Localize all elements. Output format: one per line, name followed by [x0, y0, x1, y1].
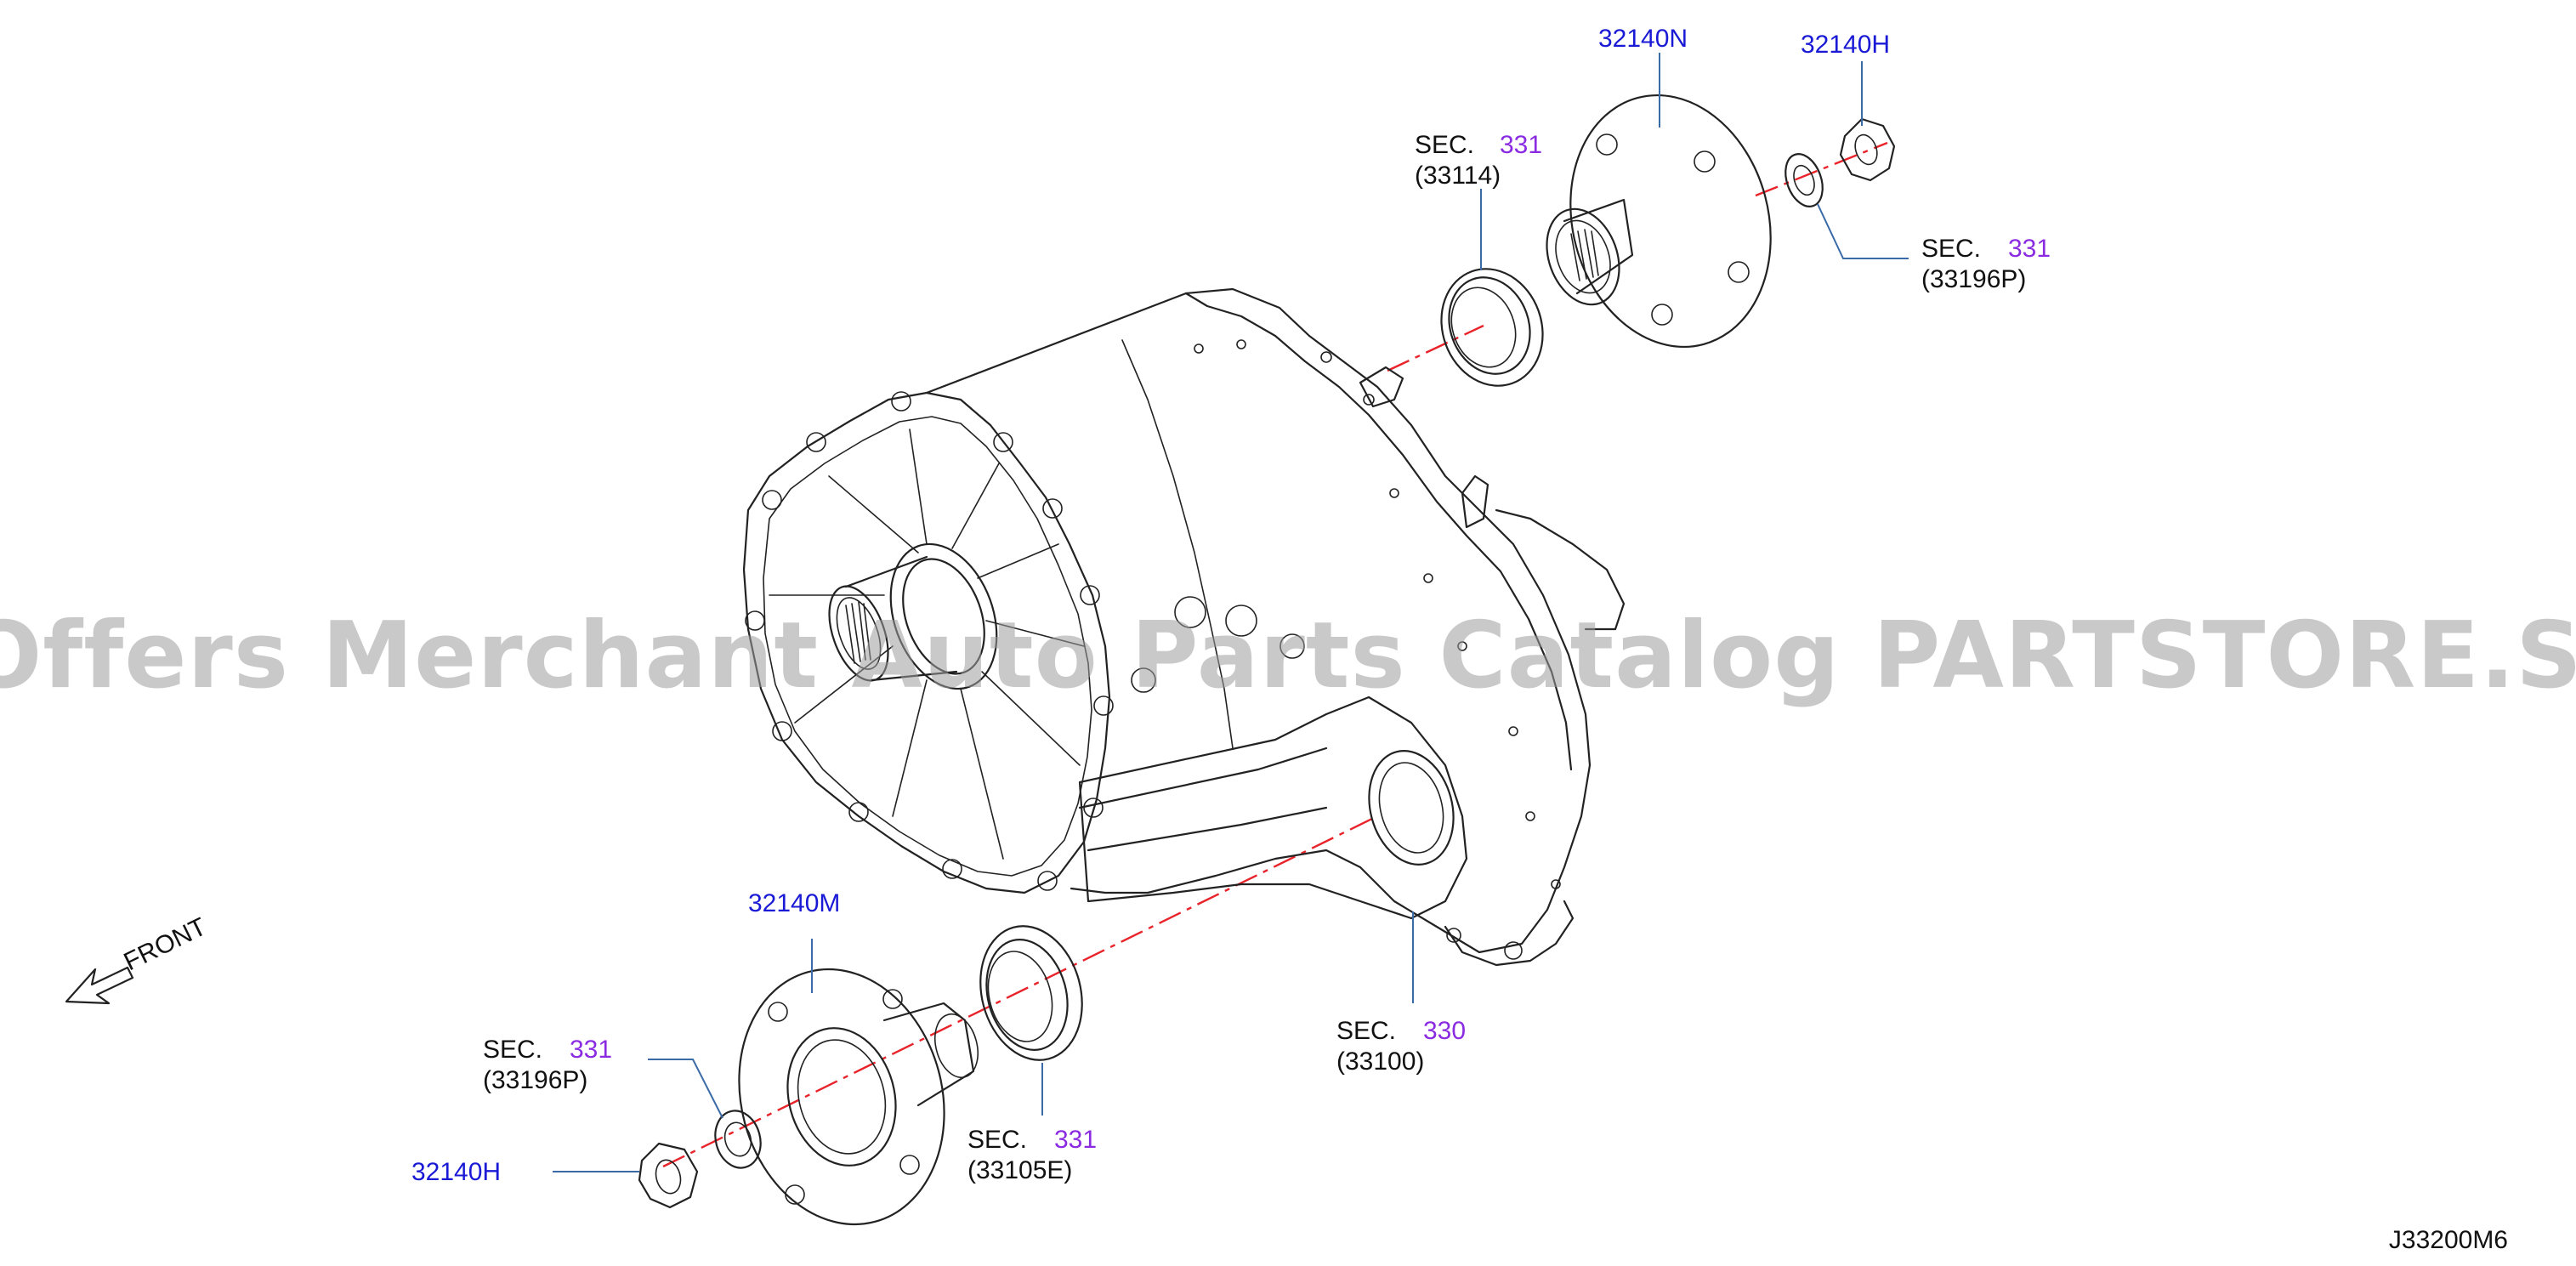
- front-washer: [714, 1110, 762, 1169]
- part-number-rear-nut[interactable]: 32140H: [1801, 31, 1890, 59]
- case-seam-line: [1121, 339, 1234, 749]
- front-label: FRONT: [120, 912, 211, 976]
- sec-number-front-washer[interactable]: 331: [570, 1036, 612, 1064]
- front-case-flange-inner: [763, 416, 1092, 877]
- lower-housing: [1078, 695, 1468, 920]
- rear-output-bore: [1368, 750, 1455, 866]
- transfer-case-assembly: [742, 287, 1626, 967]
- rear-upper-center-axis: [1755, 141, 1888, 197]
- leader-front-washer: [648, 1059, 723, 1119]
- case-upper-edge: [1184, 292, 1573, 771]
- watermark: Offers Merchant Auto Parts Catalog PARTS…: [0, 603, 2576, 709]
- ref-front-washer: (33196P): [483, 1066, 587, 1094]
- leader-rear-washer: [1817, 203, 1909, 259]
- ref-rear-oil-seal: (33114): [1415, 162, 1501, 190]
- front-indicator: FRONT: [65, 912, 211, 1005]
- flange-ribs: [769, 429, 1085, 860]
- front-companion-flange: [738, 968, 979, 1226]
- lower-mount-hole: [1504, 941, 1523, 960]
- sec-label-front-washer: SEC.: [483, 1036, 542, 1064]
- shift-lever-boss: [1461, 474, 1489, 529]
- rear-center-axis: [1387, 324, 1484, 372]
- sec-label-rear-oil-seal: SEC.: [1415, 131, 1474, 159]
- sec-number-front-oil-seal[interactable]: 331: [1054, 1126, 1097, 1154]
- front-case-flange: [742, 391, 1111, 894]
- sec-label-rear-washer: SEC.: [1921, 235, 1981, 263]
- ref-front-oil-seal: (33105E): [967, 1156, 1072, 1184]
- rear-companion-flange: [1546, 94, 1772, 349]
- sec-number-rear-oil-seal[interactable]: 331: [1500, 131, 1542, 159]
- part-number-front-nut[interactable]: 32140H: [411, 1158, 501, 1186]
- input-shaft: [828, 542, 998, 690]
- front-oil-seal: [979, 925, 1083, 1061]
- extension-housing: [1495, 508, 1626, 631]
- sec-number-transfer-case[interactable]: 330: [1423, 1017, 1466, 1045]
- sec-label-front-oil-seal: SEC.: [967, 1126, 1027, 1154]
- sec-label-transfer-case: SEC.: [1336, 1017, 1396, 1045]
- diagram-code: J33200M6: [2389, 1226, 2508, 1254]
- front-flange-nut: [638, 1142, 699, 1209]
- front-arrow-icon: [65, 966, 134, 1005]
- lower-mount-hole: [1446, 928, 1461, 943]
- lower-mount-tabs: [1444, 900, 1575, 967]
- part-number-rear-flange[interactable]: 32140N: [1598, 25, 1688, 53]
- ref-rear-washer: (33196P): [1921, 265, 2026, 293]
- part-number-front-flange[interactable]: 32140M: [748, 889, 840, 917]
- lower-housing-web: [1078, 747, 1328, 852]
- front-center-axis: [662, 815, 1378, 1168]
- main-case-body: [925, 287, 1592, 954]
- rear-stub: [1359, 366, 1404, 408]
- rear-oil-seal: [1440, 268, 1544, 387]
- rear-washer: [1784, 153, 1824, 207]
- sec-number-rear-washer[interactable]: 331: [2008, 235, 2051, 263]
- rear-flange-nut: [1839, 117, 1896, 182]
- body-bolt-holes: [1131, 339, 1561, 889]
- ref-transfer-case: (33100): [1336, 1047, 1424, 1076]
